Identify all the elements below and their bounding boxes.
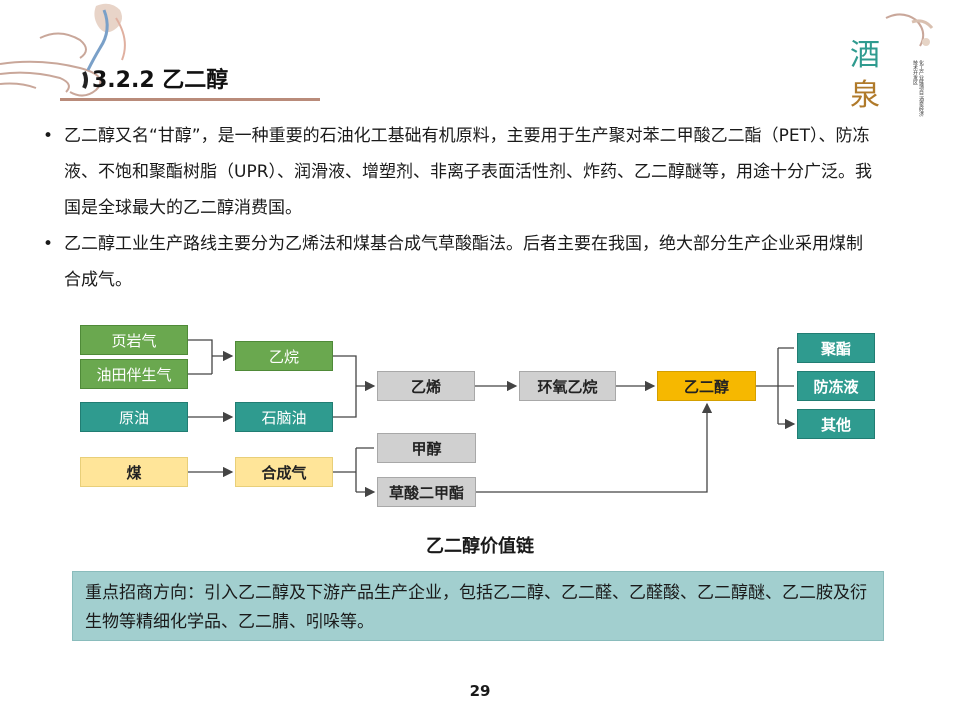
node-ethylene-glycol: 乙二醇 [657,371,756,401]
node-ethylene-oxide: 环氧乙烷 [519,371,616,401]
investment-focus-callout: 重点招商方向：引入乙二醇及下游产品生产企业，包括乙二醇、乙二醛、乙醛酸、乙二醇醚… [72,571,884,641]
bullet-marker: • [42,234,54,254]
node-naphtha: 石脑油 [235,402,333,432]
header-cloud-decoration [0,3,126,97]
bullet-text: 乙二醇又名“甘醇”，是一种重要的石油化工基础有机原料，主要用于生产聚对苯二甲酸乙… [64,126,873,218]
page-number: 29 [469,682,491,700]
logo-side-text: 化工产业链项目 酒泉经济技术开发区 [912,60,924,117]
logo-glyph-2: 泉 [850,78,880,113]
node-crude-oil: 原油 [80,402,188,432]
bullet-text: 乙二醇工业生产路线主要分为乙烯法和煤基合成气草酸酯法。后者主要在我国，绝大部分生… [64,234,863,290]
bullet-ethylene-glycol-intro: • 乙二醇又名“甘醇”，是一种重要的石油化工基础有机原料，主要用于生产聚对苯二甲… [38,118,878,228]
node-shale-gas: 页岩气 [80,325,188,355]
logo-glyph-1: 酒 [850,38,880,73]
node-oilfield-gas: 油田伴生气 [80,359,188,389]
diagram-connectors [188,339,960,525]
node-syngas: 合成气 [235,457,333,487]
node-other: 其他 [797,409,875,439]
node-ethane: 乙烷 [235,341,333,371]
title-underline [60,98,320,101]
slide-title: 3.2.2 乙二醇 [92,68,229,93]
node-coal: 煤 [80,457,188,487]
node-dimethyl-oxalate: 草酸二甲酯 [377,477,476,507]
node-antifreeze: 防冻液 [797,371,875,401]
node-methanol: 甲醇 [377,433,476,463]
bullet-production-routes: • 乙二醇工业生产路线主要分为乙烯法和煤基合成气草酸酯法。后者主要在我国，绝大部… [38,226,878,300]
logo-decoration-icon [885,13,934,47]
bullet-marker: • [42,126,54,146]
node-polyester: 聚酯 [797,333,875,363]
diagram-caption: 乙二醇价值链 [426,536,534,557]
node-ethylene: 乙烯 [377,371,475,401]
jiuquan-logo: 酒 泉 化工产业链项目 酒泉经济技术开发区 [846,8,942,118]
value-chain-diagram: 页岩气 油田伴生气 原油 煤 乙烷 石脑油 合成气 乙烯 环氧乙烷 甲醇 草酸二… [0,310,960,525]
